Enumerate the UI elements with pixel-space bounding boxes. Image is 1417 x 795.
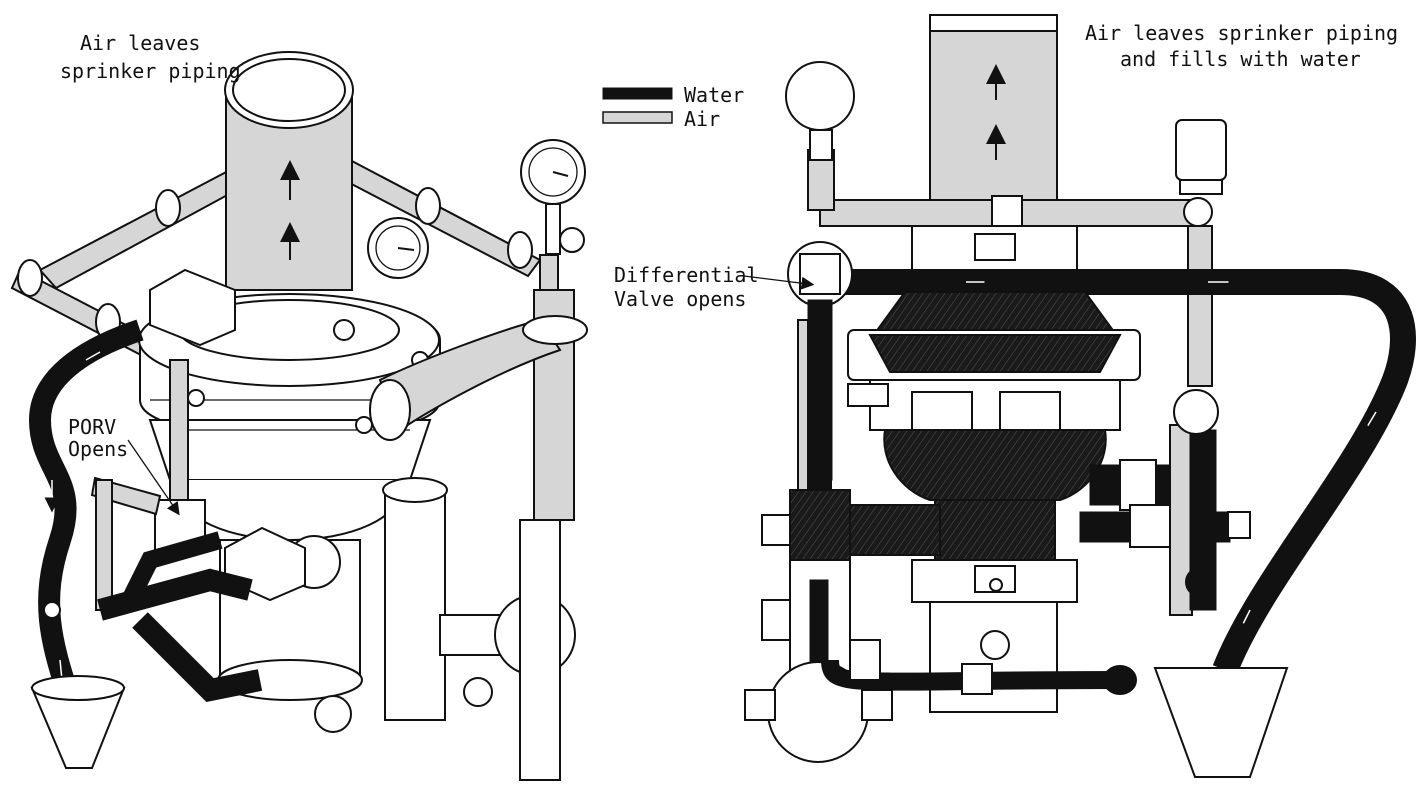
valve-handwheel-icon — [559, 227, 585, 253]
right-callout-leader — [743, 275, 815, 290]
left-gauge-assembly — [287, 139, 588, 589]
right-water-flow — [787, 241, 1416, 675]
left-water-drain — [28, 319, 263, 704]
right-left-trim — [744, 480, 1137, 763]
right-title-line1: Air leaves sprinker piping — [1085, 21, 1398, 45]
pressure-gauge-icon — [785, 61, 855, 131]
legend-air-swatch — [602, 111, 673, 124]
left-title-line1: Air leaves — [80, 31, 200, 55]
left-title-line2: sprinker piping — [60, 59, 241, 83]
left-callout-line1: PORV — [68, 415, 116, 439]
left-callout-line2: Opens — [68, 437, 128, 461]
legend-water-swatch — [602, 87, 673, 100]
right-title-line2: and fills with water — [1120, 47, 1361, 71]
legend-air-label: Air — [684, 107, 720, 131]
actuator-icon — [1175, 119, 1227, 181]
right-callout-line1: Differential — [614, 263, 759, 287]
left-lower-body — [217, 477, 576, 781]
right-figure — [744, 14, 1416, 778]
right-callout-line2: Valve opens — [614, 287, 746, 311]
right-air-riser — [807, 14, 1213, 387]
left-callout-leader — [127, 439, 180, 516]
left-air-riser — [224, 51, 354, 291]
left-figure — [10, 51, 588, 781]
legend: Water Air — [602, 83, 744, 131]
right-right-trim — [1079, 389, 1251, 616]
right-valve-body — [847, 291, 1141, 713]
left-air-piping — [10, 158, 559, 368]
legend-water-label: Water — [684, 83, 744, 107]
right-drain-funnel — [1153, 667, 1289, 778]
